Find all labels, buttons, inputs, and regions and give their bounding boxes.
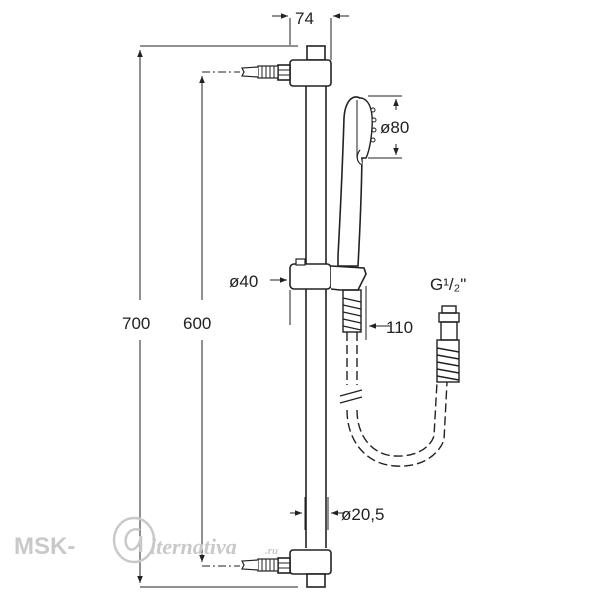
dim-bracket-spacing: 600 bbox=[183, 314, 211, 333]
watermark-brand-right: lternativa bbox=[150, 534, 237, 559]
watermark: MSK- lternativa .ru bbox=[14, 516, 278, 564]
dim-thread-size: G¹/₂" bbox=[430, 275, 466, 294]
dim-slider-diameter: ø40 bbox=[229, 272, 258, 291]
dim-head-diameter: ø80 bbox=[380, 118, 409, 137]
dim-bar-diameter: ø20,5 bbox=[341, 505, 384, 524]
watermark-brand-left: MSK- bbox=[14, 533, 75, 560]
watermark-tld: .ru bbox=[265, 545, 278, 557]
dim-top-width: 74 bbox=[295, 9, 314, 28]
dim-overall-height: 700 bbox=[122, 314, 150, 333]
bottom-wall-bracket bbox=[241, 549, 332, 588]
slider-holder bbox=[289, 258, 367, 291]
top-wall-bracket bbox=[241, 45, 332, 87]
dim-offset: 110 bbox=[386, 318, 413, 337]
rail-bar bbox=[305, 86, 327, 548]
dimension-lines bbox=[137, 13, 402, 588]
flexible-hose bbox=[339, 289, 460, 467]
watermark-at-logo bbox=[112, 516, 156, 564]
hand-shower bbox=[337, 96, 377, 267]
